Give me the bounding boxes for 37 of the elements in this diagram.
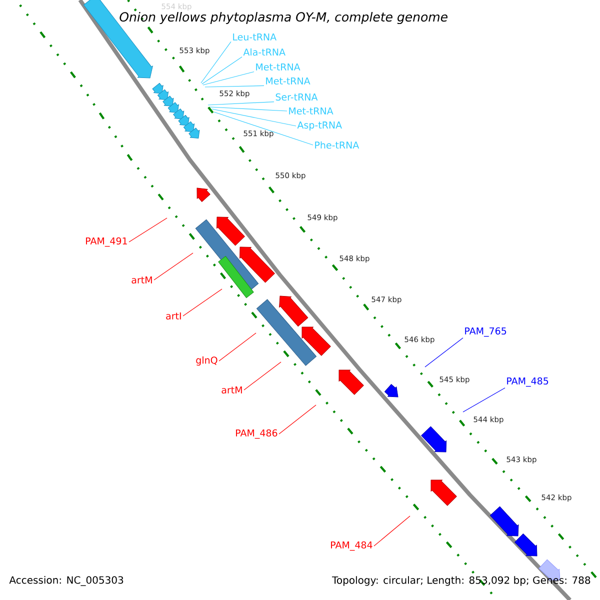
footer-text: Topology: circular; Length: 853,092 bp; Genes: 788 <box>332 576 590 586</box>
leader-line <box>128 218 168 242</box>
footer-text: Accession: NC_005303 <box>9 576 124 586</box>
gene-label: PAM_485 <box>507 377 548 387</box>
leader-line <box>210 106 288 112</box>
leader-line <box>214 112 314 146</box>
gene-label: glnQ <box>196 356 218 366</box>
gene-label: PAM_486 <box>236 429 278 439</box>
leader-line <box>154 252 194 280</box>
leader-line <box>424 338 464 368</box>
leader-line <box>462 388 506 412</box>
gene-label: artM <box>222 386 242 394</box>
leader-line <box>244 362 282 390</box>
leader-line <box>278 404 316 434</box>
leader-line <box>208 102 274 106</box>
gene-label: Phe-tRNA <box>315 141 360 149</box>
leader-line <box>182 288 222 316</box>
gene-label: Met-tRNA <box>256 63 300 71</box>
gene-label: Leu-tRNA <box>233 33 276 41</box>
leader-line <box>202 71 254 86</box>
gene-label: Asp-tRNA <box>297 122 342 130</box>
leader-line <box>374 516 410 546</box>
gene-label: artI <box>166 312 181 320</box>
gene-label: Met-tRNA <box>266 77 310 85</box>
leader-line <box>212 108 296 126</box>
gene-label: Ala-tRNA <box>243 48 286 56</box>
gene-label: PAM_491 <box>86 237 127 247</box>
gene-label: Met-tRNA <box>289 107 334 115</box>
leader-line <box>218 332 256 362</box>
gene-label: artM <box>132 276 152 284</box>
leader-line <box>200 41 232 84</box>
leader-line <box>204 85 264 88</box>
leader-line <box>202 56 242 84</box>
gene-label: PAM_765 <box>465 327 506 337</box>
gene-label: PAM_484 <box>331 541 372 551</box>
gene-label: Ser-tRNA <box>276 93 318 101</box>
title: Onion yellows phytoplasma OY-M, complete genome <box>120 12 448 24</box>
